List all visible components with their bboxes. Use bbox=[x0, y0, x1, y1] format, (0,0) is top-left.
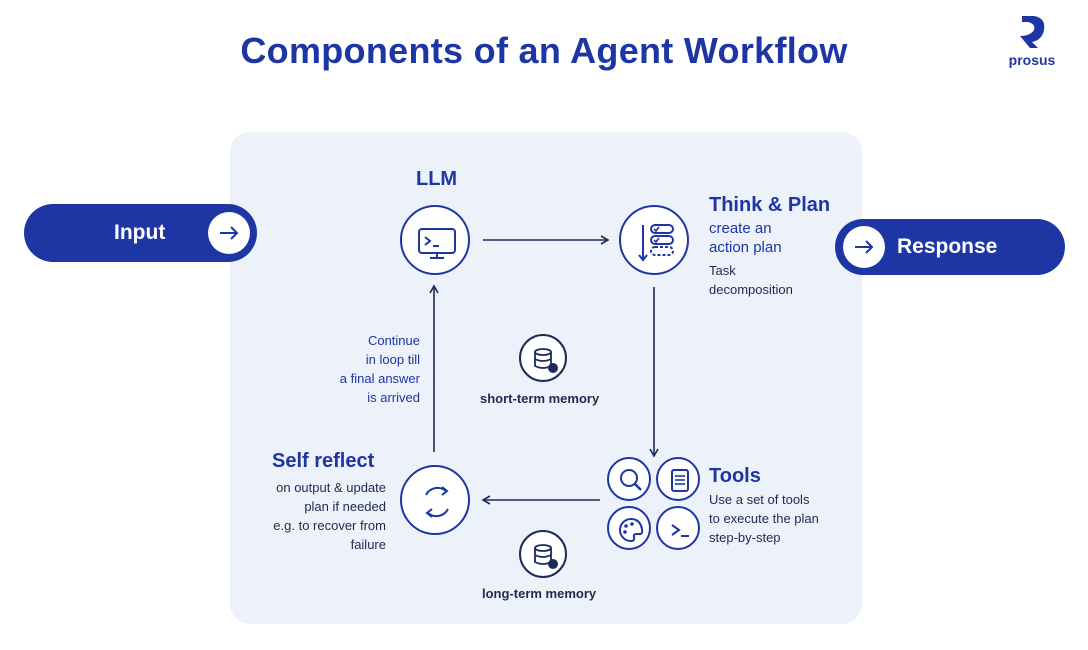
llm-title: LLM bbox=[416, 168, 458, 190]
reflect-line-1: on output & update bbox=[276, 480, 386, 495]
database-icon bbox=[519, 530, 567, 578]
document-icon bbox=[656, 457, 700, 501]
loop-line-1: Continue bbox=[367, 333, 420, 348]
refresh-cycle-icon bbox=[400, 465, 470, 535]
loop-line-3: a final answer bbox=[339, 371, 420, 386]
input-pill: Input bbox=[24, 204, 257, 262]
reflect-line-3: e.g. to recover from bbox=[273, 518, 386, 533]
input-label: Input bbox=[114, 221, 166, 244]
page-title: Components of an Agent Workflow bbox=[240, 30, 848, 71]
reflect-line-4: failure bbox=[350, 537, 386, 552]
reflect-title: Self reflect bbox=[272, 450, 375, 472]
plan-line-4: decomposition bbox=[709, 282, 793, 297]
response-pill: Response bbox=[835, 219, 1065, 275]
tools-line-3: step-by-step bbox=[709, 530, 781, 545]
database-icon bbox=[519, 334, 567, 382]
prosus-logo: prosus bbox=[1004, 12, 1060, 72]
palette-icon bbox=[607, 506, 651, 550]
response-label: Response bbox=[897, 235, 998, 258]
reflect-line-2: plan if needed bbox=[304, 499, 386, 514]
tools-line-2: to execute the plan bbox=[709, 511, 819, 526]
arrow-right-icon bbox=[843, 226, 885, 268]
plan-line-1: create an bbox=[709, 220, 772, 237]
search-icon bbox=[607, 457, 651, 501]
plan-title: Think & Plan bbox=[709, 194, 831, 216]
plan-line-3: Task bbox=[709, 263, 736, 278]
plan-line-2: action plan bbox=[709, 239, 782, 256]
loop-line-2: in loop till bbox=[365, 352, 420, 367]
long-term-memory-label: long-term memory bbox=[482, 586, 597, 601]
logo-text: prosus bbox=[1008, 52, 1056, 68]
terminal-icon bbox=[656, 506, 700, 550]
arrow-right-icon bbox=[208, 212, 250, 254]
task-list-icon bbox=[619, 205, 689, 275]
short-term-memory-label: short-term memory bbox=[480, 391, 600, 406]
tools-title: Tools bbox=[709, 465, 761, 487]
loop-line-4: is arrived bbox=[367, 390, 420, 405]
tools-line-1: Use a set of tools bbox=[709, 492, 810, 507]
monitor-terminal-icon bbox=[400, 205, 470, 275]
